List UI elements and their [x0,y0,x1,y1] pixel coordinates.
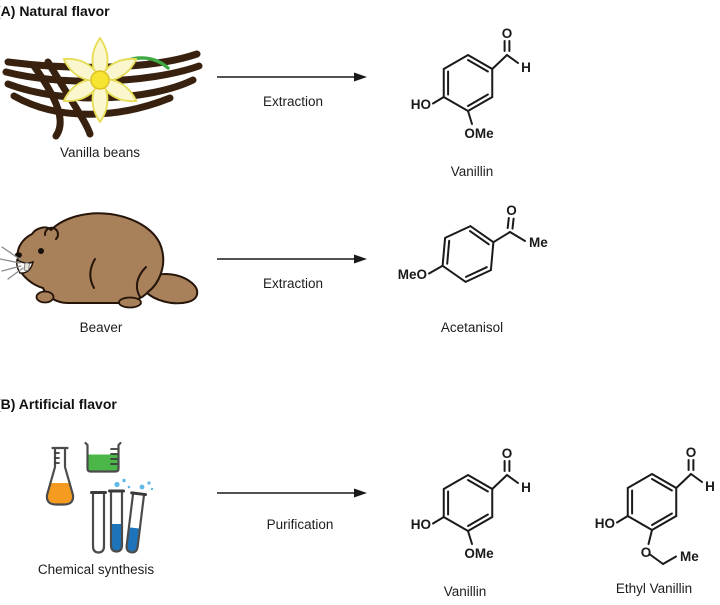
acetanisol-structure: O Me MeO [398,203,548,284]
ethoxy-group: O Me [641,529,699,565]
arrowhead-icon [354,488,367,498]
acetanisol-label: Acetanisol [440,320,504,335]
methoxy-group: OMe [464,530,494,561]
atom-ho: HO [411,97,431,112]
atom-o: O [506,203,517,218]
hydroxyl-group: HO [595,515,629,531]
vanillin-structure-bottom: O H HO OMe [411,446,531,561]
atom-o: O [502,26,513,41]
erlenmeyer-flask [45,446,75,506]
beaver-illustration [0,212,199,309]
section-a-title: (A) Natural flavor [0,3,110,19]
atom-me: Me [680,549,699,564]
benzene-ring [442,473,494,533]
beaver-teeth [23,262,30,272]
vanillin-structure-top: O H HO OMe [411,26,531,141]
aldehyde-group: O H [675,445,715,494]
vanilla-beans-label: Vanilla beans [59,145,141,160]
atom-ome: OMe [464,546,494,561]
extraction-label-2: Extraction [262,276,324,291]
aldehyde-group: O H [491,446,531,495]
extraction-arrow-2 [217,254,367,264]
atom-o: O [686,445,697,460]
chemical-synthesis-label: Chemical synthesis [37,562,155,577]
atom-ome: OMe [464,126,494,141]
beaver-front-paw [35,290,55,304]
beaker [84,441,122,473]
beaver-hind-foot [118,296,142,309]
atom-ho: HO [595,516,615,531]
benzene-ring [441,224,495,284]
benzene-ring [442,53,494,113]
chemical-synthesis-illustration [45,441,154,554]
atom-o-ether: O [641,545,652,560]
atom-h: H [521,480,531,495]
atom-h: H [705,479,715,494]
beaver-body [16,212,165,304]
hydroxyl-group: HO [411,96,445,112]
vanilla-flower [62,37,138,123]
vanillin-label-top: Vanillin [450,164,494,179]
beaver-whiskers [0,246,24,280]
vanillin-label-bottom: Vanillin [443,584,487,599]
ethyl-vanillin-structure: O H HO O Me [595,445,715,565]
beaver-label: Beaver [79,320,123,335]
purification-arrow [217,488,367,498]
beaver-shoulder-line [89,258,96,289]
atom-h: H [521,60,531,75]
arrowhead-icon [354,72,367,82]
atom-meo: MeO [398,267,427,282]
atom-o: O [502,446,513,461]
methoxy-group: MeO [398,264,444,282]
acetyl-group: O Me [492,203,548,250]
bubbles [114,478,154,491]
hydroxyl-group: HO [411,516,445,532]
aldehyde-group: O H [491,26,531,75]
flower-center [90,70,110,90]
ethyl-vanillin-label: Ethyl Vanillin [615,581,693,596]
arrowhead-icon [354,254,367,264]
atom-ho: HO [411,517,431,532]
extraction-arrow-1 [217,72,367,82]
section-b-title: (B) Artificial flavor [0,396,117,412]
atom-me: Me [529,235,548,250]
benzene-ring [626,472,678,532]
extraction-label-1: Extraction [262,94,324,109]
beaver-eye [38,248,44,254]
methoxy-group: OMe [464,110,494,141]
beaver-haunch-line [135,266,147,298]
vanilla-beans-illustration [2,37,203,140]
test-tubes [90,478,154,554]
purification-label: Purification [266,517,334,532]
beaver-ear [43,226,59,240]
